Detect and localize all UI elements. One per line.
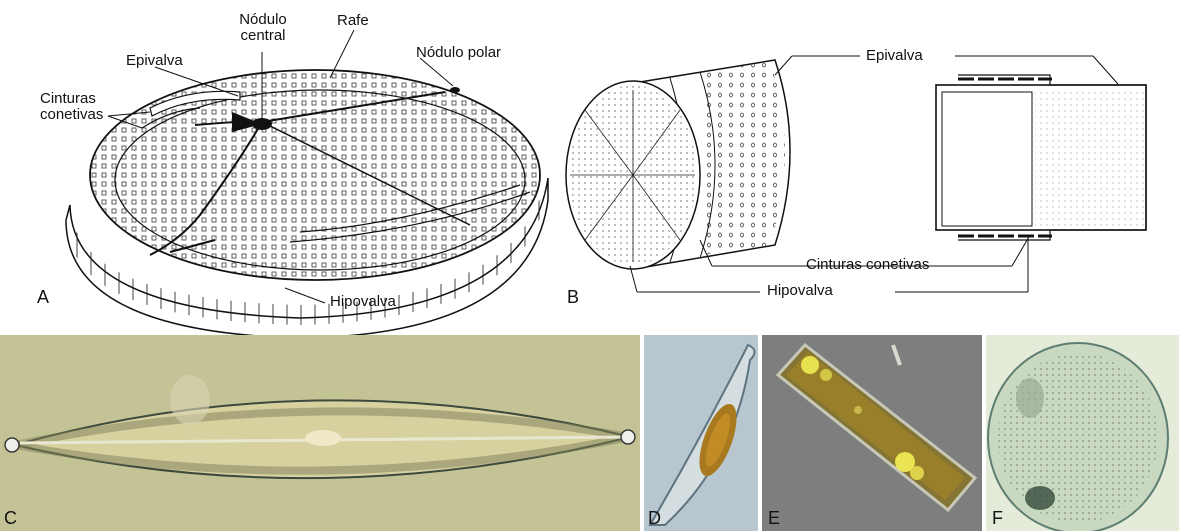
label-cinturas-conetivas-A: Cinturas conetivas: [40, 91, 103, 123]
label-hipovalva-A: Hipovalva: [330, 294, 396, 310]
label-nodulo-central-line2: central: [233, 28, 293, 44]
label-nodulo-central-line1: Nódulo: [233, 12, 293, 28]
panel-letter-E: E: [768, 508, 780, 529]
label-hipovalva-B: Hipovalva: [767, 283, 833, 299]
panel-letter-B: B: [567, 287, 579, 308]
label-cinturas-line1: Cinturas: [40, 91, 103, 107]
photo-D-diatom: [644, 335, 758, 531]
label-epivalva-B: Epivalva: [866, 48, 923, 64]
photo-F-centric-diatom: [986, 335, 1179, 531]
panelA-frustule-drawing: [60, 70, 560, 340]
panel-letter-C: C: [4, 508, 17, 529]
panel-letter-D: D: [648, 508, 661, 529]
label-cinturas-conetivas-B: Cinturas conetivas: [806, 257, 929, 273]
panelB-centric-diatom-drawing: [566, 55, 1146, 269]
photo-C-pennate-diatom: [0, 335, 640, 531]
panel-letter-F: F: [992, 508, 1003, 529]
label-epivalva-A: Epivalva: [126, 53, 183, 69]
label-nodulo-central: Nódulo central: [233, 12, 293, 44]
label-cinturas-line2: conetivas: [40, 107, 103, 123]
label-nodulo-polar: Nódulo polar: [416, 45, 501, 61]
label-rafe: Rafe: [337, 13, 369, 29]
panel-letter-A: A: [37, 287, 49, 308]
photo-E-diatom: [762, 335, 982, 531]
